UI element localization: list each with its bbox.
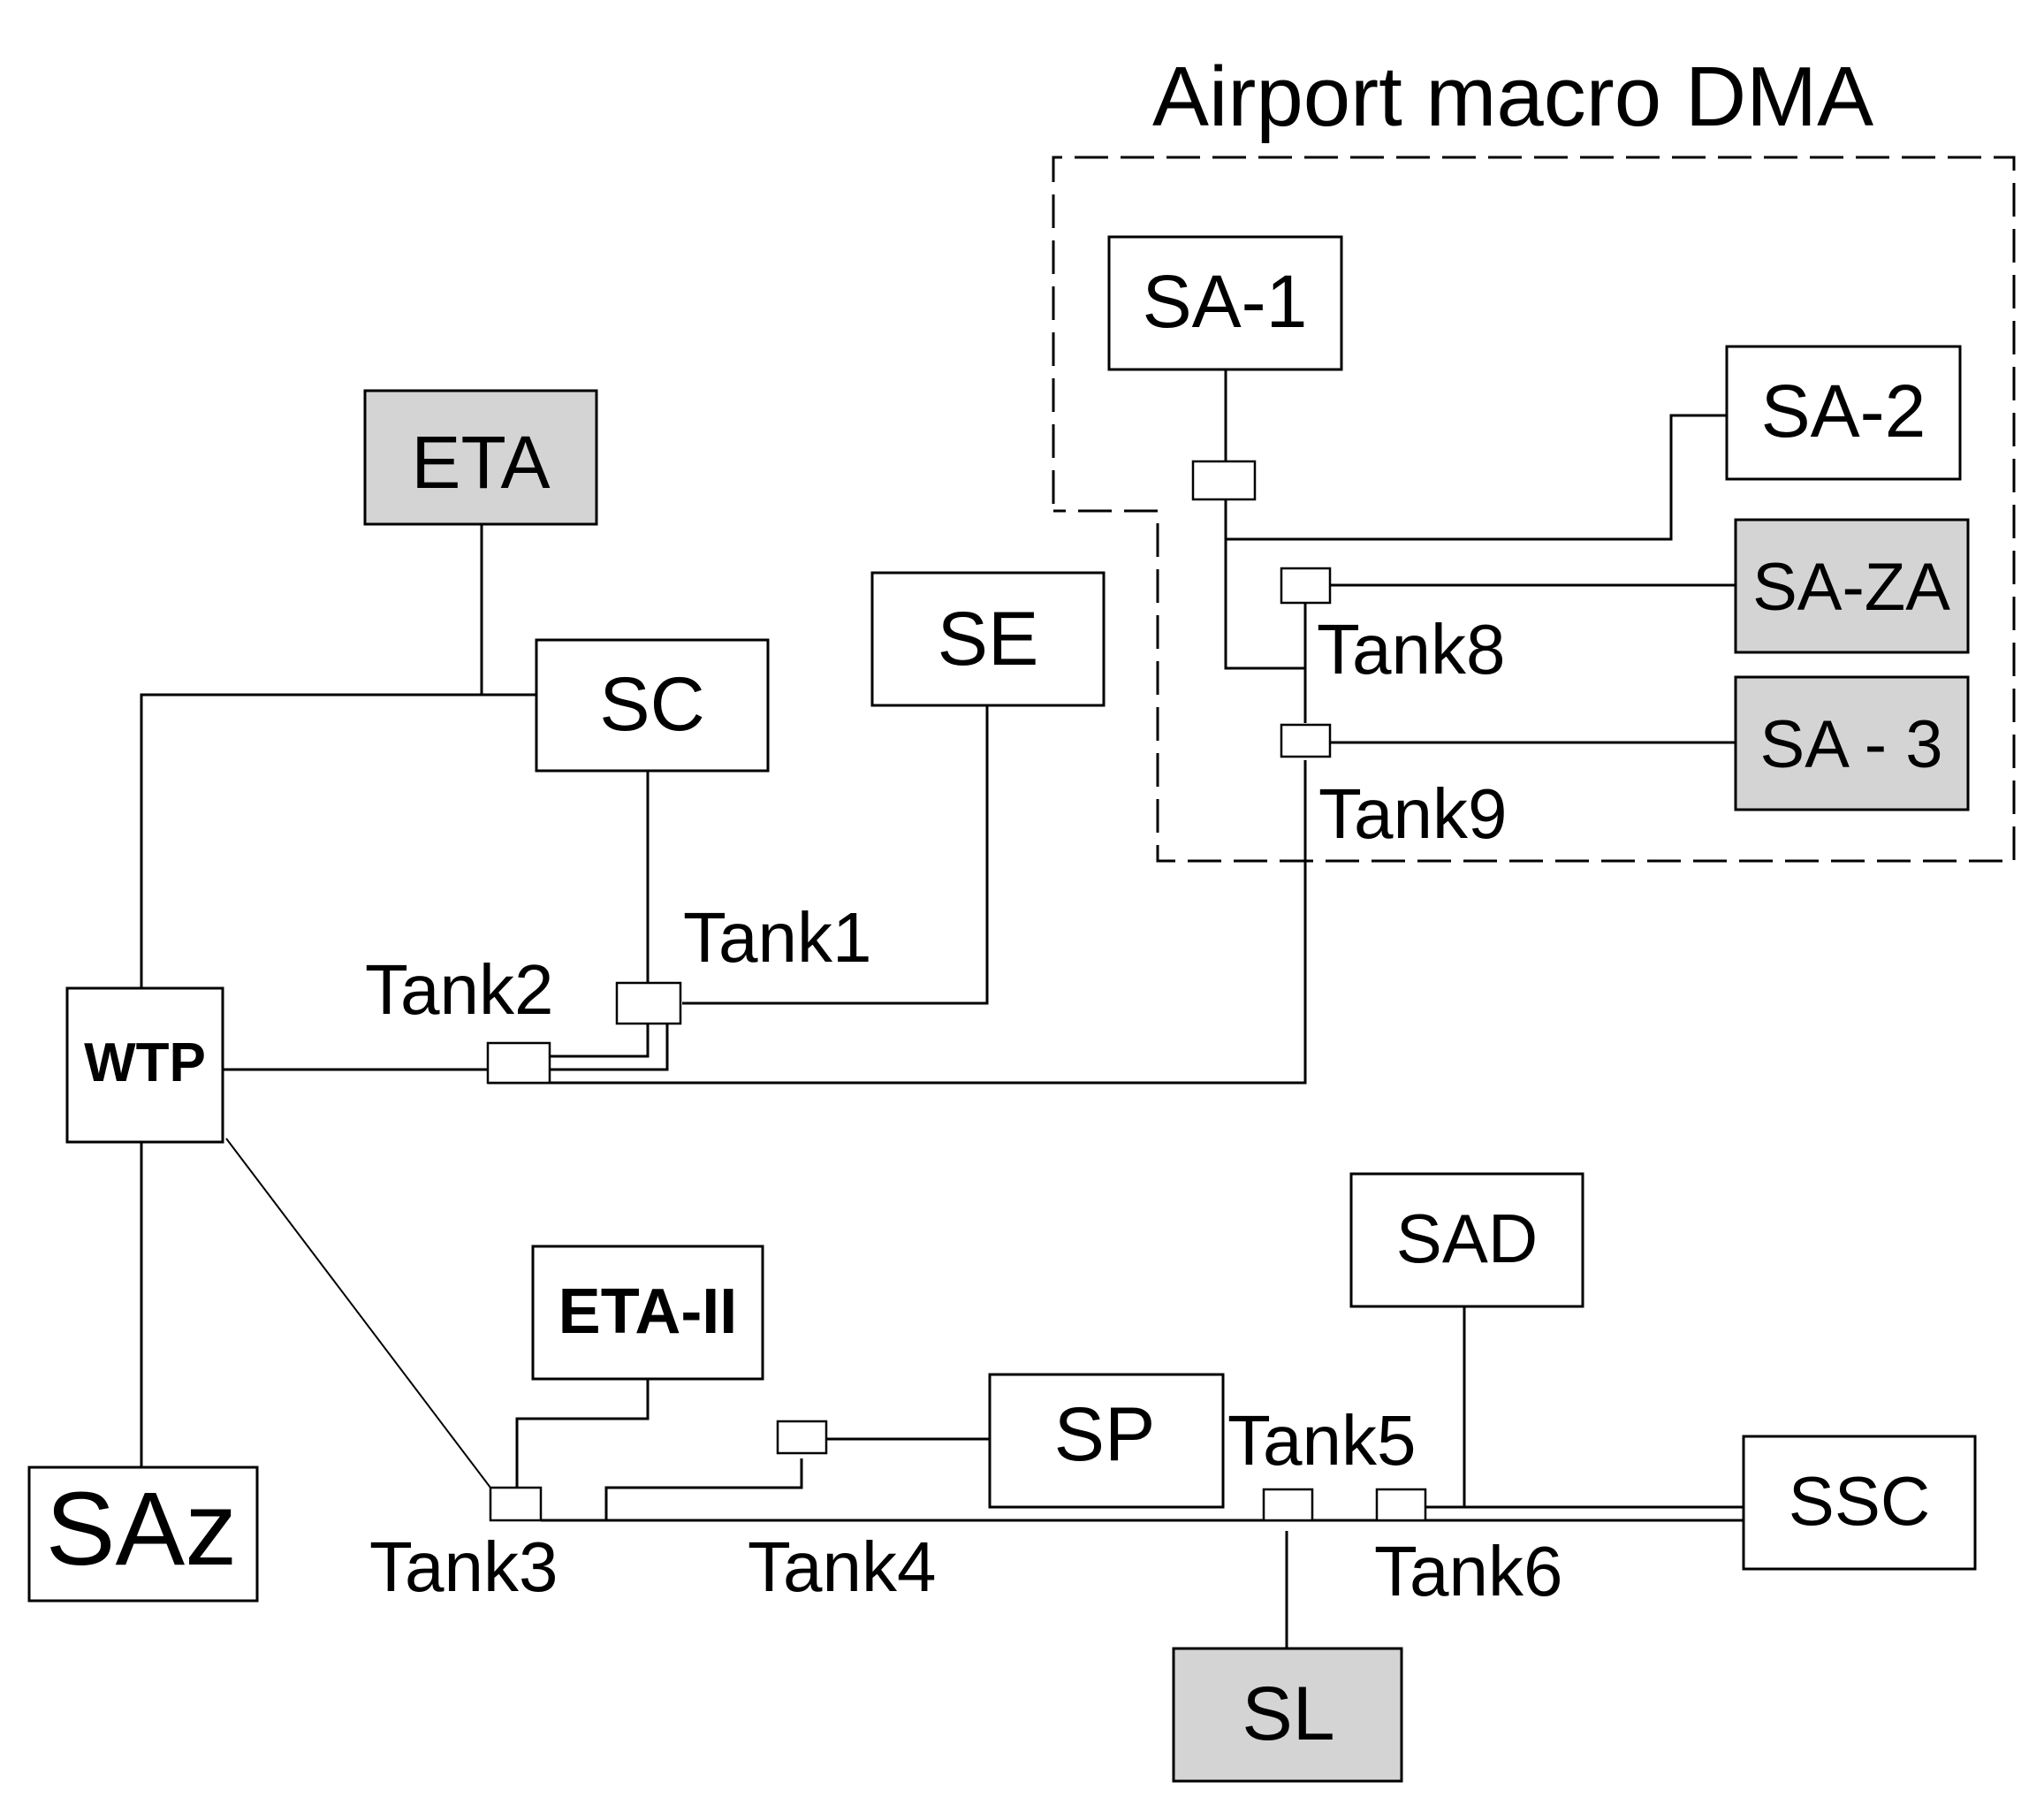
saz-box[interactable] [27,1466,259,1603]
tank5-marker[interactable] [1262,1488,1314,1522]
etaii-label: ETA-II [558,1276,738,1347]
tank3-marker[interactable] [489,1486,543,1522]
pipe-tank2-tank1-b [550,1024,669,1071]
sl-box[interactable] [1172,1647,1403,1783]
sa3-box[interactable] [1734,675,1970,811]
tank8-label: Tank8 [1317,610,1505,689]
sc-label: SC [599,662,704,747]
wtp-box[interactable] [65,986,224,1144]
saz-label: SAz [46,1471,237,1588]
pipe-tank2-tank9 [488,760,1307,1085]
tank-markers [486,460,1427,1522]
wtp-label: WTP [84,1032,206,1093]
tank1-label: Tank1 [683,898,871,977]
saza-label: SA-ZA [1752,550,1950,625]
pipe-se-tank1 [682,705,989,1005]
airport-dma-boundary [1052,156,2016,863]
saza-box[interactable] [1734,518,1970,654]
tank-sa1-marker[interactable] [1191,460,1257,501]
sa3-label: SA - 3 [1760,707,1943,782]
tank-sp-marker[interactable] [776,1420,828,1455]
sc-box[interactable] [535,638,770,773]
tank2-marker[interactable] [486,1041,551,1085]
pipe-sa2 [1226,414,1727,541]
sa2-label: SA-2 [1761,369,1926,453]
tank9-marker[interactable] [1280,723,1332,758]
sad-label: SAD [1396,1199,1538,1277]
sp-label: SP [1054,1392,1156,1477]
tank4-label: Tank4 [748,1527,936,1606]
sa1-box[interactable] [1107,235,1343,371]
ssc-label: SSC [1789,1462,1930,1540]
tank8-marker[interactable] [1280,567,1332,605]
tank1-marker[interactable] [615,981,682,1025]
node-boxes [27,235,1977,1783]
pipe-tank2-tank1-a [550,1024,650,1058]
node-labels: ETA SC SE WTP SAz SA-1 SA-2 SA-ZA SA - 3… [46,260,1950,1756]
airport-dma-title: Airport macro DMA [1152,49,1873,144]
tank3-label: Tank3 [369,1527,558,1606]
pipe-tank4-sp [604,1458,803,1520]
se-label: SE [938,597,1039,681]
eta-box[interactable] [363,389,598,526]
sl-label: SL [1242,1671,1334,1756]
pipe-wtp-tank3 [225,1138,491,1489]
pipe-wtp-sc [140,693,536,988]
tank2-label: Tank2 [365,950,553,1029]
ssc-box[interactable] [1742,1435,1977,1571]
sa2-box[interactable] [1725,345,1962,481]
tank-labels: Tank1 Tank2 Tank8 Tank9 Tank3 Tank4 Tank… [365,610,1562,1610]
pipe-etaii-tank3 [515,1379,650,1488]
tank6-label: Tank6 [1374,1532,1562,1610]
tank9-label: Tank9 [1318,774,1507,853]
tank6-marker[interactable] [1375,1488,1427,1522]
se-box[interactable] [870,571,1106,707]
sa1-label: SA-1 [1143,260,1308,343]
tank5-label: Tank5 [1227,1401,1416,1480]
pipe-network [140,369,1744,1649]
pipe-junction-tank8 [1224,499,1305,670]
eta-label: ETA [411,421,550,504]
sad-box[interactable] [1349,1172,1584,1308]
sp-box[interactable] [988,1373,1225,1509]
etaii-box[interactable] [531,1245,764,1381]
